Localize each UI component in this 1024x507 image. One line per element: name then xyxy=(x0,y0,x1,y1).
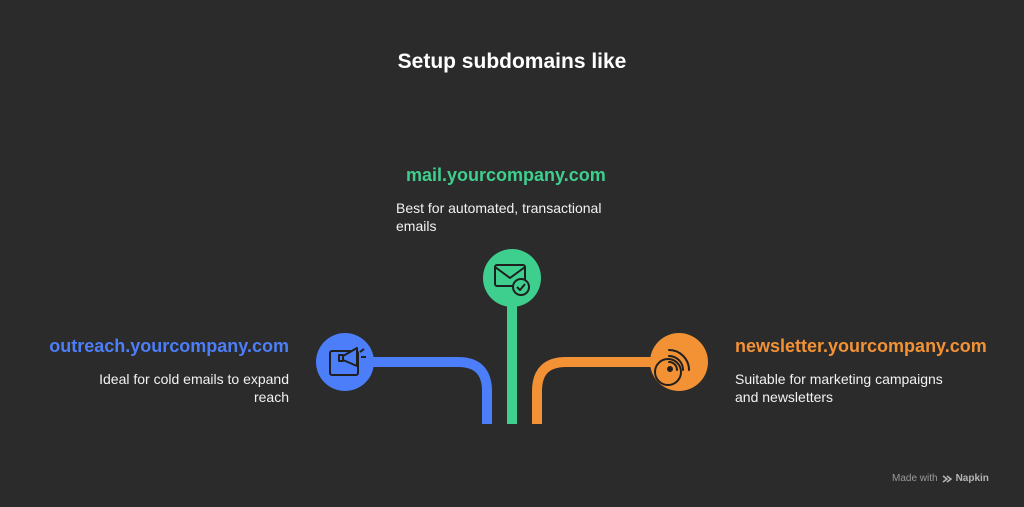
mail-node xyxy=(483,249,541,307)
mail-description: Best for automated, transactional emails xyxy=(396,200,602,234)
outreach-heading: outreach.yourcompany.com xyxy=(49,336,289,356)
newsletter-connector xyxy=(532,357,652,424)
diagram-title: Setup subdomains like xyxy=(397,50,627,73)
watermark-brand: Napkin xyxy=(955,473,989,484)
newsletter-description: Suitable for marketing campaigns and new… xyxy=(735,371,943,405)
watermark-prefix: Made with xyxy=(892,473,938,484)
napkin-watermark[interactable]: Made with Napkin xyxy=(892,473,989,484)
newsletter-heading: newsletter.yourcompany.com xyxy=(735,336,987,356)
mail-heading: mail.yourcompany.com xyxy=(406,165,606,185)
megaphone-icon xyxy=(329,347,366,376)
rss-icon xyxy=(654,349,690,386)
outreach-description: Ideal for cold emails to expand reach xyxy=(99,371,289,405)
napkin-logo-icon xyxy=(942,474,952,483)
outreach-connector xyxy=(372,357,492,424)
newsletter-node xyxy=(650,333,708,391)
outreach-node xyxy=(316,333,374,391)
mail-check-icon xyxy=(494,264,530,296)
